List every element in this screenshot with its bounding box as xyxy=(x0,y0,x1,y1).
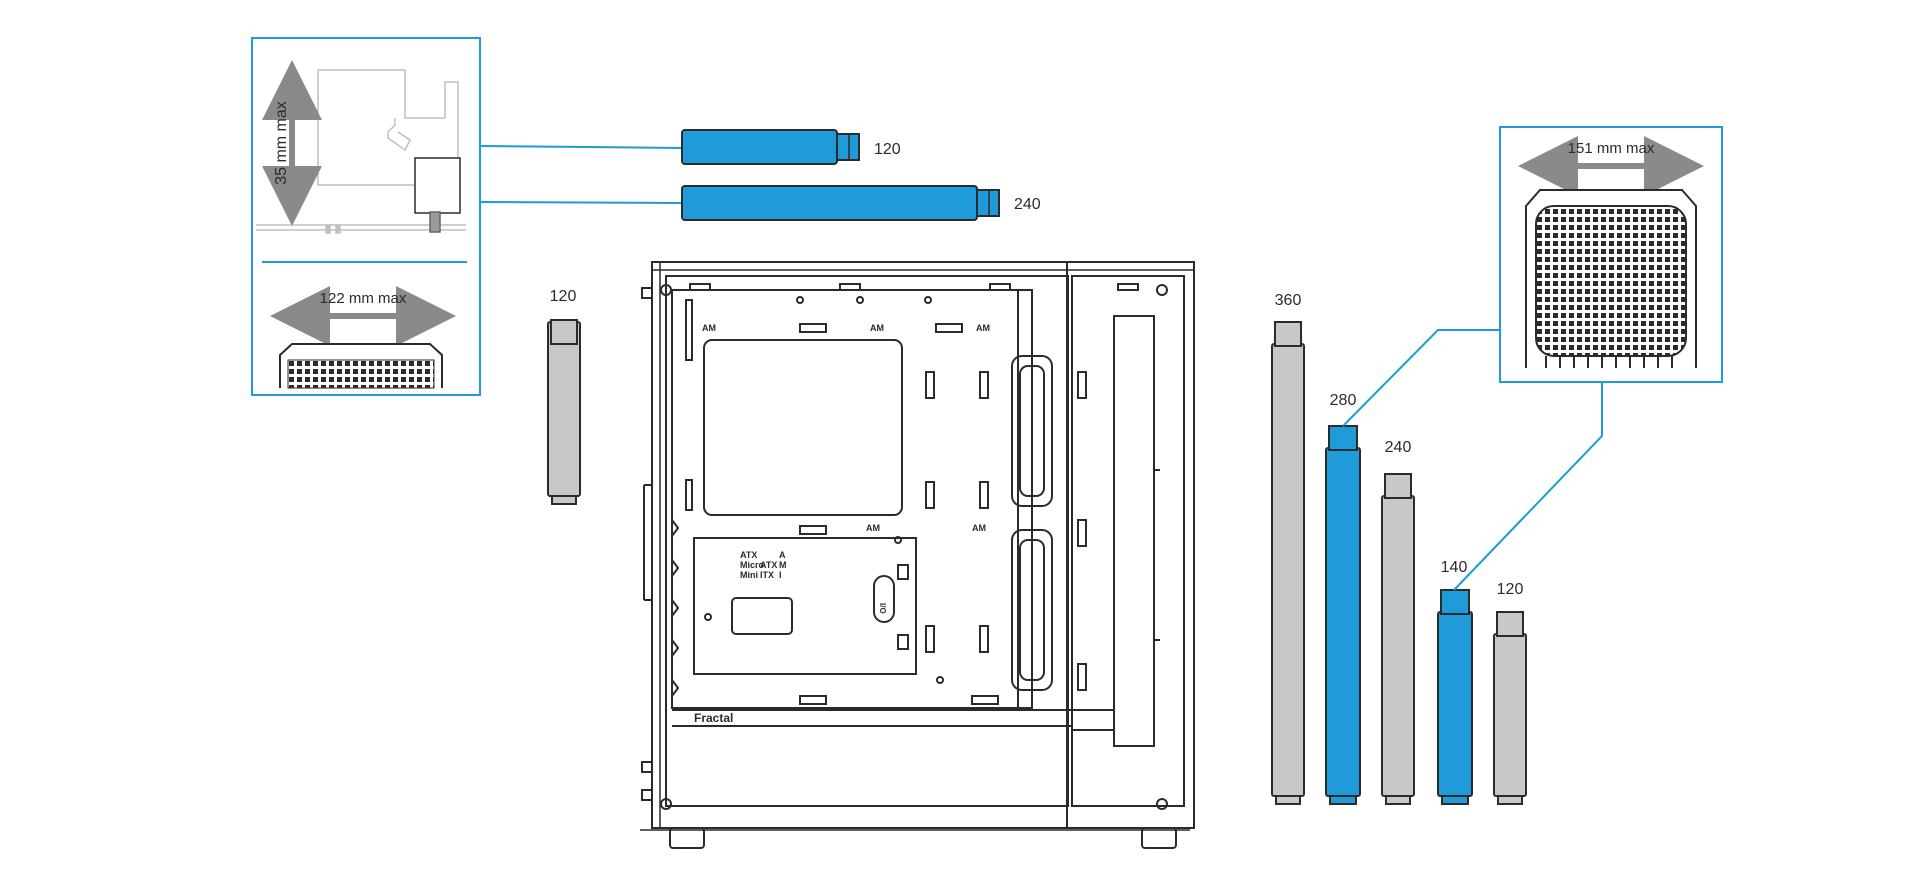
connector-line-140 xyxy=(1453,382,1603,591)
rear-radiator-120-label: 120 xyxy=(550,288,577,305)
mb-label-atx-2: ATX xyxy=(760,560,777,570)
connector-line-240 xyxy=(479,201,683,204)
top-radiator-120-label: 120 xyxy=(874,141,901,158)
mb-label-m: M xyxy=(779,560,787,570)
front-radiator-140 xyxy=(1437,589,1473,805)
connector-line-280 xyxy=(1342,329,1500,427)
mb-label-atx: ATX xyxy=(740,550,757,560)
standoff-label-1: AM xyxy=(702,323,716,333)
brand-logo: Fractal xyxy=(694,711,733,725)
front-radiator-360 xyxy=(1271,321,1305,805)
pc-case xyxy=(640,261,1195,849)
front-radiator-360-label: 360 xyxy=(1275,292,1302,309)
mb-label-i: I xyxy=(779,570,782,580)
top-clearance-sketch xyxy=(256,69,466,234)
height-max-label: 35 mm max xyxy=(273,101,290,185)
front-radiator-280-label: 280 xyxy=(1330,392,1357,409)
mb-label-mini: Mini xyxy=(740,570,758,580)
front-radiator-140-label: 140 xyxy=(1441,559,1468,576)
front-radiator-240-label: 240 xyxy=(1385,439,1412,456)
mb-label-micro: Micro xyxy=(740,560,765,570)
mb-label-a: A xyxy=(779,550,786,560)
mb-label-itx: ITX xyxy=(760,570,774,580)
right-inset-panel: 151 mm max xyxy=(1499,126,1723,383)
rear-radiator-120 xyxy=(547,319,581,505)
standoff-label-5: AM xyxy=(972,523,986,533)
front-radiator-120 xyxy=(1493,611,1527,805)
standoff-label-3: AM xyxy=(976,323,990,333)
front-radiator-280 xyxy=(1325,425,1361,805)
top-radiator-240-label: 240 xyxy=(1014,196,1041,213)
case-markings: ATX Micro Mini ATX ITX A M I AM AM AM AM… xyxy=(694,323,990,725)
top-radiator-240 xyxy=(681,185,1000,221)
width-max-label-right: 151 mm max xyxy=(1568,140,1655,157)
front-radiator-240 xyxy=(1381,473,1415,805)
front-radiator-120-label: 120 xyxy=(1497,581,1524,598)
standoff-label-4: AM xyxy=(866,523,880,533)
left-inset-panel: 35 mm max 122 mm max xyxy=(251,37,481,396)
io-grommet-label: I/O xyxy=(878,603,887,614)
standoff-label-2: AM xyxy=(870,323,884,333)
width-max-label-left: 122 mm max xyxy=(320,290,407,307)
connector-line-120 xyxy=(479,145,683,149)
top-radiator-120 xyxy=(681,129,860,165)
